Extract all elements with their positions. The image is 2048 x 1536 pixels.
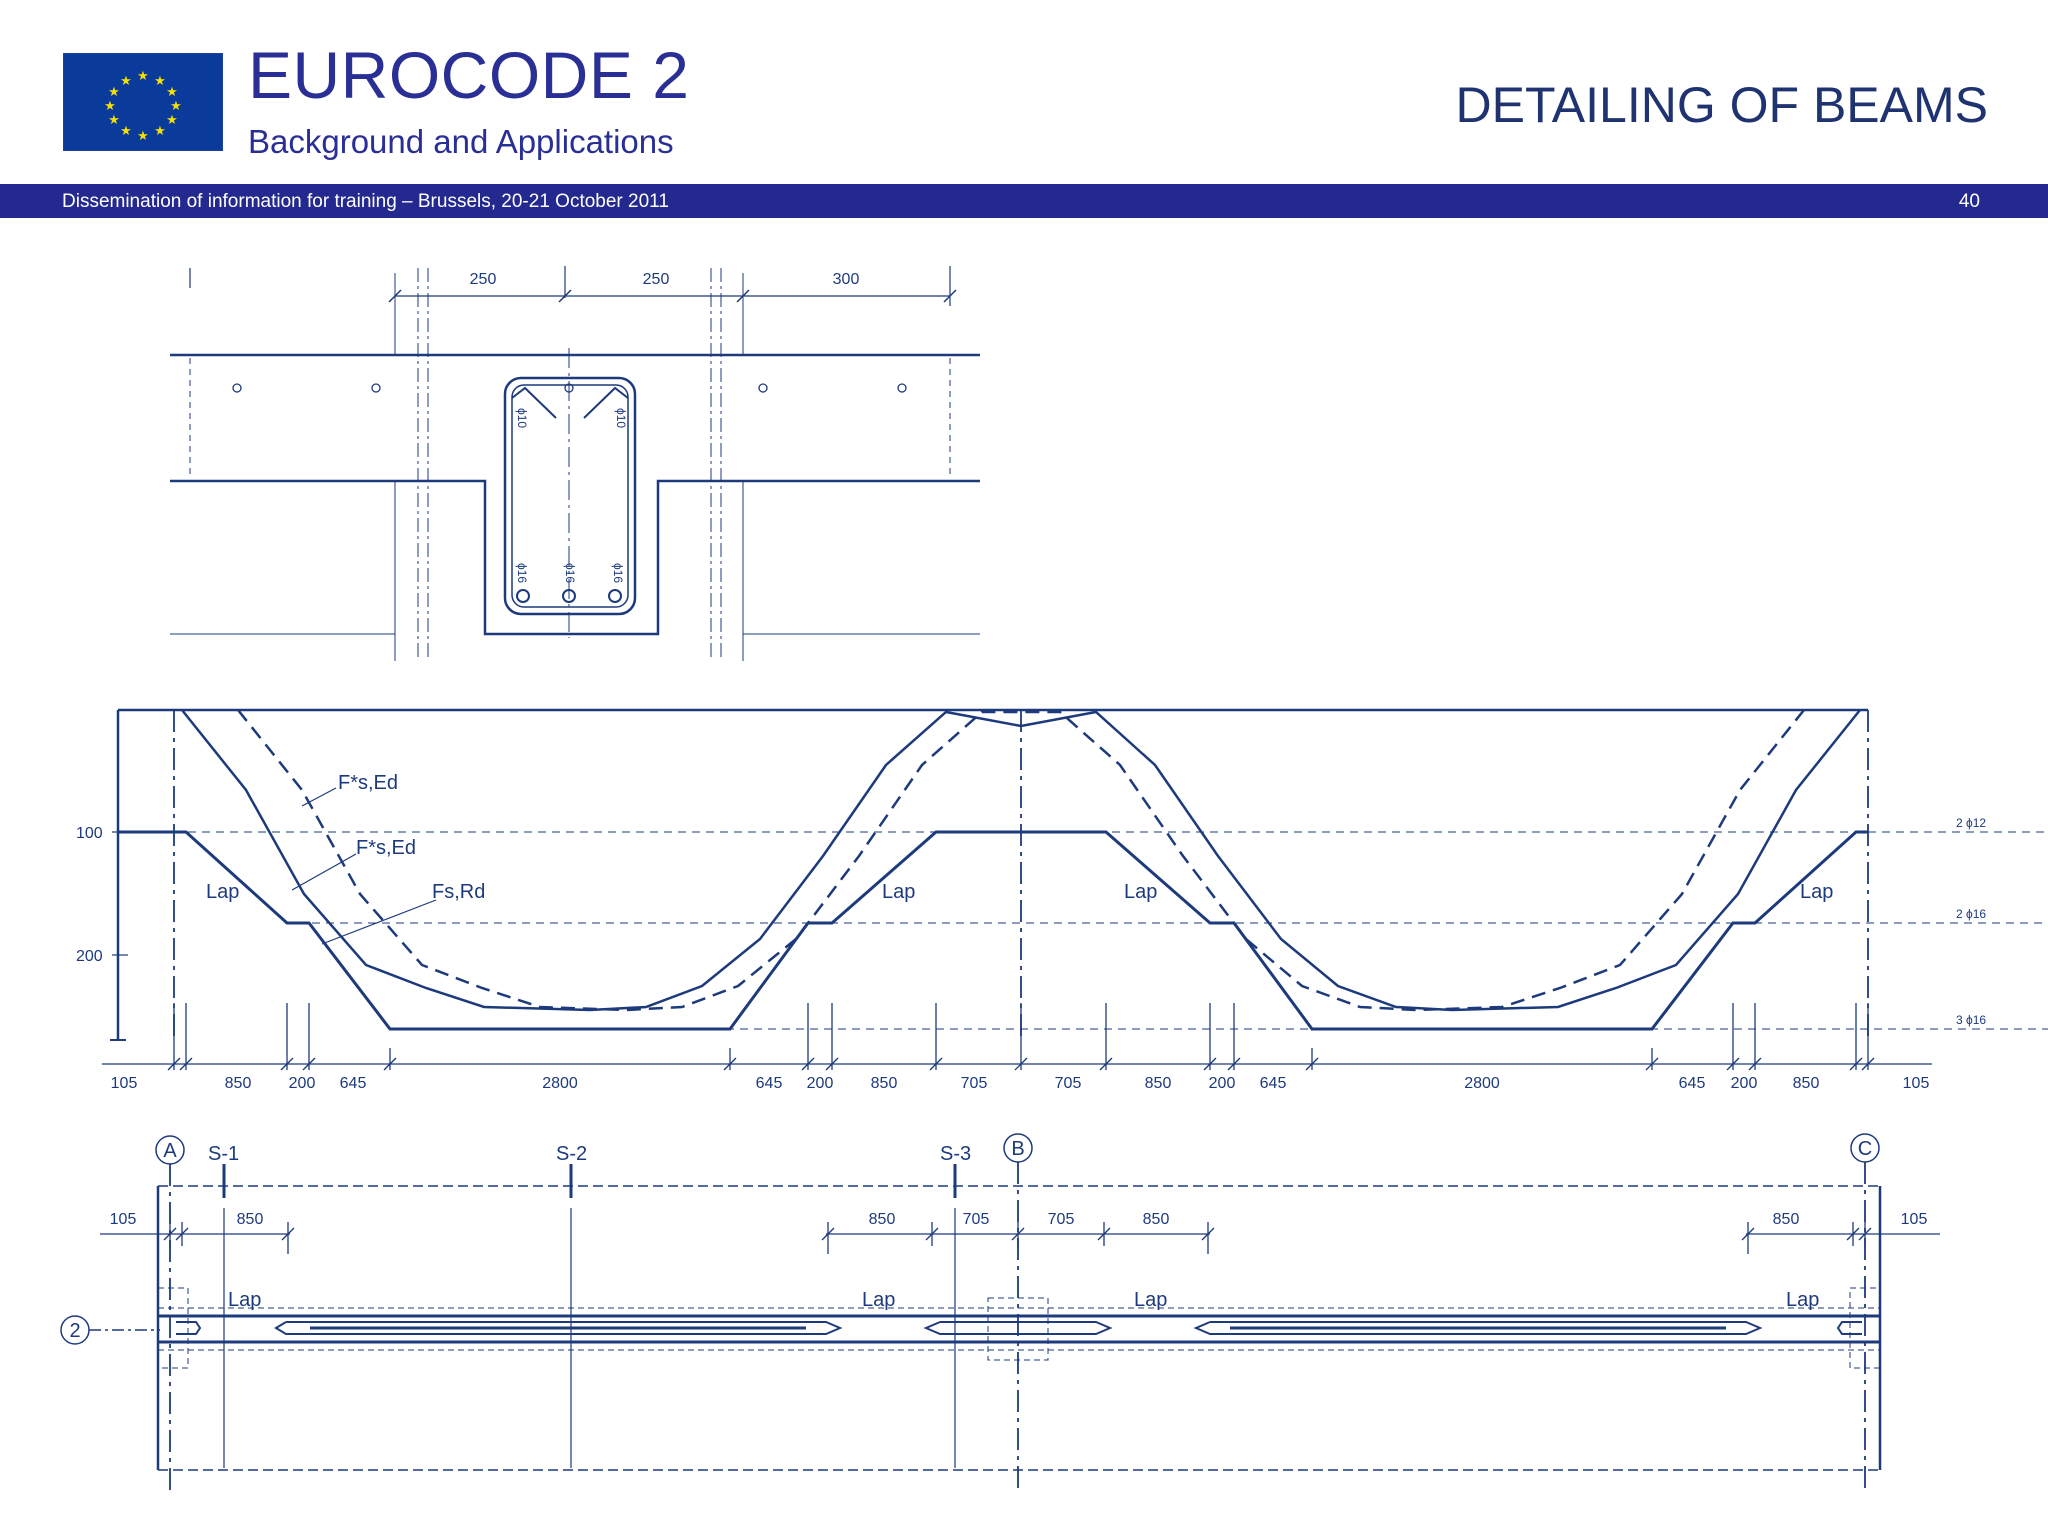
axis-label-c: C [1858,1138,1872,1160]
svg-text:★: ★ [137,69,149,84]
curtailment-diagram [102,708,2048,1065]
dim-label: 850 [237,1211,264,1228]
svg-text:★: ★ [120,74,132,89]
dim-label: 705 [1048,1211,1075,1228]
bar-label: ϕ10 [614,408,628,428]
lap-label: Lap [1124,881,1157,903]
info-band: Dissemination of information for trainin… [0,184,2048,218]
lap-label: Lap [1786,1289,1819,1311]
curtailment-dim-ticks [167,1003,1875,1071]
svg-text:★: ★ [154,124,166,139]
lap-label: Lap [1134,1289,1167,1311]
lap-label: Lap [206,881,239,903]
dim-label: 105 [110,1211,137,1228]
eu-flag-icon: ★ ★ ★ ★ ★ ★ ★ ★ ★ ★ ★ ★ [63,53,223,151]
slide-title: DETAILING OF BEAMS [1455,77,1989,133]
beam-detailing-drawing: 250 250 300 ϕ10 ϕ10 ϕ16 ϕ16 ϕ16 [60,266,2048,1490]
dim-label: 705 [1055,1075,1082,1092]
plan-labels: A B C 2 S-1 S-2 S-3 105 850 850 705 705 … [69,1138,1927,1342]
dim-label: 645 [1679,1075,1706,1092]
dim-label: 200 [1731,1075,1758,1092]
bar-label: ϕ10 [515,408,529,428]
dim-label: 200 [289,1075,316,1092]
dim-label: 850 [1773,1211,1800,1228]
curtailment-labels: 100 200 F*s,Ed F*s,Ed Fs,Rd Lap Lap Lap … [76,772,1986,1092]
beam-cross-section [170,266,980,661]
section-dim: 250 [470,271,497,288]
dim-label: 200 [807,1075,834,1092]
svg-text:★: ★ [104,99,116,114]
svg-text:★: ★ [154,74,166,89]
lap-label: Lap [1800,881,1833,903]
y-tick-label: 200 [76,948,103,965]
event-info: Dissemination of information for trainin… [62,191,669,212]
dim-label: 105 [111,1075,138,1092]
bar-label: 2 ϕ16 [1956,907,1986,921]
svg-text:★: ★ [166,85,178,100]
bar-label: ϕ16 [611,563,625,583]
section-label: S-3 [940,1143,971,1165]
section-dim: 300 [833,271,860,288]
slide-header: ★ ★ ★ ★ ★ ★ ★ ★ ★ ★ ★ ★ EUROCODE 2 Backg… [0,0,2048,190]
bar-label: 3 ϕ16 [1956,1013,1986,1027]
plan-dim-ticks [163,1222,1872,1254]
section-label: S-2 [556,1143,587,1165]
dim-label: 200 [1209,1075,1236,1092]
presentation-subtitle: Background and Applications [248,123,674,160]
beam-plan [60,1133,1940,1490]
curve-label-design-force-dashed: F*s,Ed [338,772,398,794]
svg-text:★: ★ [108,85,120,100]
dim-label: 705 [961,1075,988,1092]
dim-label: 705 [963,1211,990,1228]
dim-label: 850 [1145,1075,1172,1092]
dim-label: 850 [225,1075,252,1092]
dim-label: 2800 [542,1075,578,1092]
axis-label-b: B [1011,1138,1024,1160]
section-label: S-1 [208,1143,239,1165]
lap-label: Lap [228,1289,261,1311]
presentation-title: EUROCODE 2 [248,38,690,112]
axis-label-a: A [163,1140,177,1162]
section-dim-labels: 250 250 300 ϕ10 ϕ10 ϕ16 ϕ16 ϕ16 [470,271,860,583]
dim-label: 850 [1143,1211,1170,1228]
y-tick-label: 100 [76,825,103,842]
dim-label: 645 [756,1075,783,1092]
dim-label: 850 [869,1211,896,1228]
bar-label: 2 ϕ12 [1956,816,1986,830]
dim-label: 2800 [1464,1075,1500,1092]
dim-label: 645 [340,1075,367,1092]
page-number: 40 [1958,191,1980,212]
dim-label: 850 [871,1075,898,1092]
dim-label: 105 [1903,1075,1930,1092]
curve-label-resistance: Fs,Rd [432,881,485,903]
svg-text:★: ★ [170,99,182,114]
bar-label: ϕ16 [563,563,577,583]
dim-label: 105 [1901,1211,1928,1228]
svg-text:★: ★ [108,113,120,128]
dim-label: 850 [1793,1075,1820,1092]
dim-label: 645 [1260,1075,1287,1092]
bar-label: ϕ16 [515,563,529,583]
curve-label-design-force-solid: F*s,Ed [356,837,416,859]
svg-text:★: ★ [120,124,132,139]
lap-label: Lap [862,1289,895,1311]
lap-label: Lap [882,881,915,903]
svg-text:★: ★ [166,113,178,128]
svg-text:★: ★ [137,129,149,144]
axis-label-2: 2 [69,1320,80,1342]
section-dim: 250 [643,271,670,288]
